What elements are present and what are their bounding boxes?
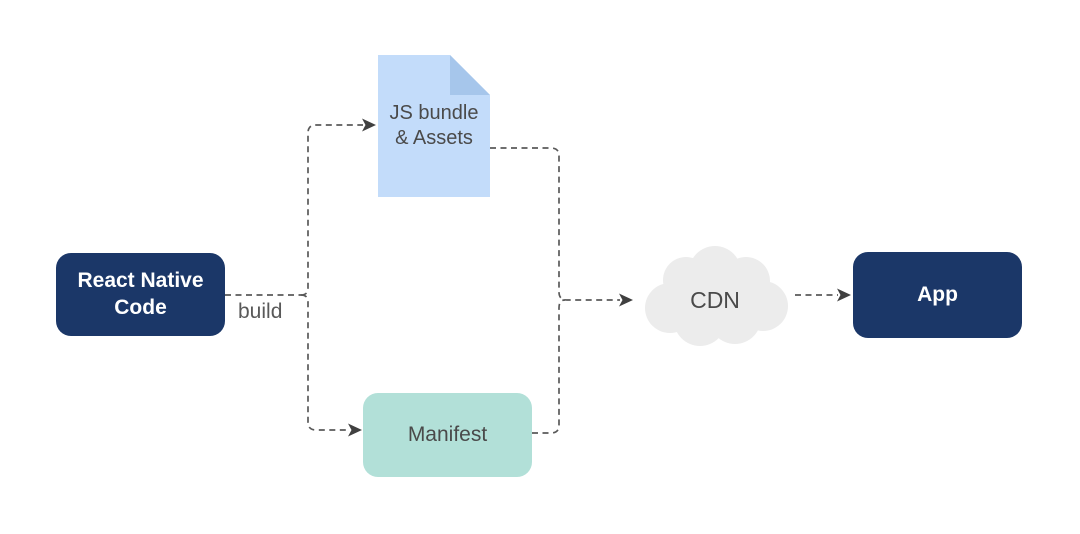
node-js-bundle-assets-label: JS bundle & Assets xyxy=(389,102,479,149)
edge-doc-to-cdn xyxy=(490,147,620,301)
node-manifest: Manifest xyxy=(363,393,532,477)
node-manifest-label: Manifest xyxy=(407,423,488,446)
edge-to-manifest xyxy=(300,294,349,431)
arrowhead-into-cdn xyxy=(619,293,633,307)
dashed-connectors xyxy=(225,124,838,434)
node-app-label: App xyxy=(917,282,958,306)
edge-to-js-bundle xyxy=(300,124,363,296)
node-react-native-code: React Native Code xyxy=(56,253,225,336)
edge-label-build: build xyxy=(238,300,283,323)
node-app: App xyxy=(853,252,1022,338)
edge-manifest-to-merge xyxy=(532,299,566,434)
node-cdn-label: CDN xyxy=(690,286,740,313)
node-cdn: CDN xyxy=(640,250,790,350)
arrowhead-into-js-bundle xyxy=(362,118,376,132)
cloud-shape xyxy=(645,246,788,346)
arrowhead-into-app xyxy=(837,288,851,302)
arrowheads xyxy=(348,118,851,437)
node-react-native-code-label: React Native Code xyxy=(77,269,204,319)
arrowhead-into-manifest xyxy=(348,423,362,437)
